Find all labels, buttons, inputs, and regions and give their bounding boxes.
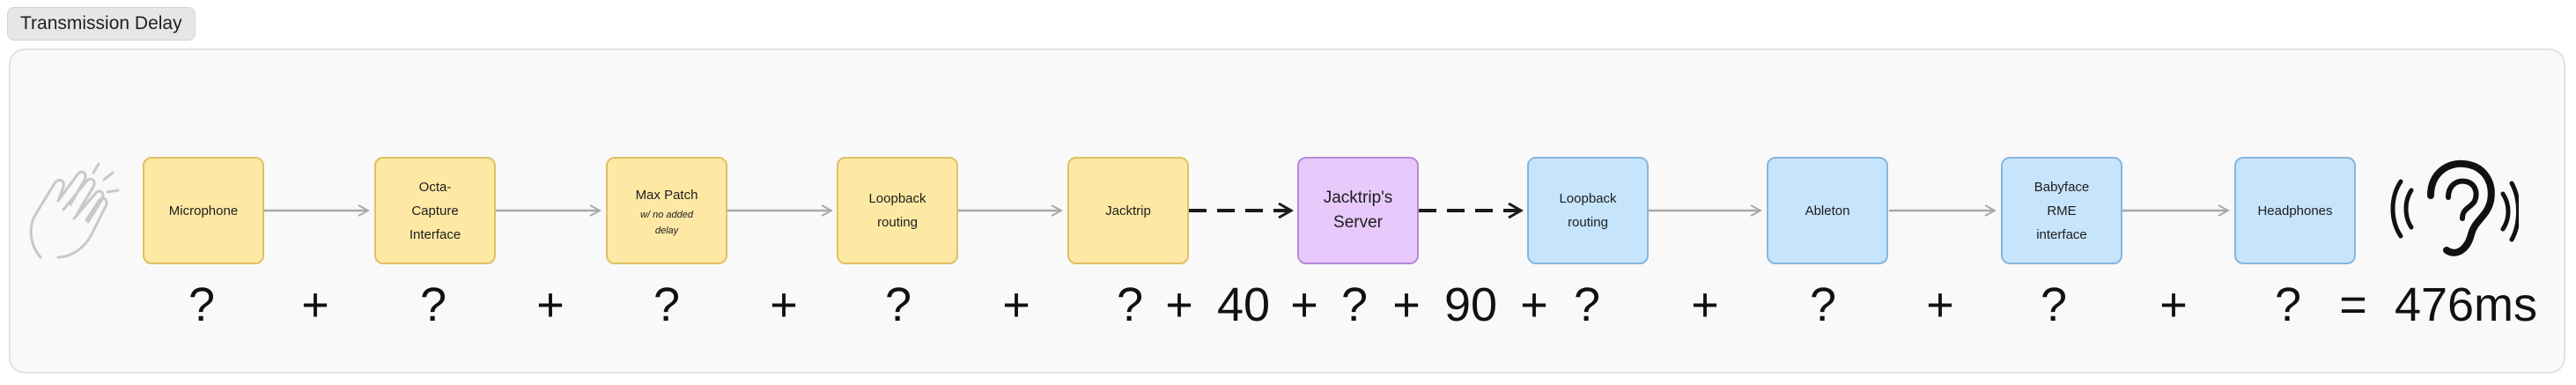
node-ableton: Ableton <box>1767 157 1888 264</box>
node-label: Loopback routing <box>1559 191 1617 230</box>
node-babyface-rme-interface: Babyface RME interface <box>2001 157 2122 264</box>
clapping-hands-icon <box>29 162 120 259</box>
node-label: Ableton <box>1805 203 1850 218</box>
plus-sign: + <box>1520 278 1548 331</box>
delay-term-network-down: 90 <box>1443 278 1498 331</box>
delay-term-network-up: 40 <box>1216 278 1271 331</box>
plus-sign: + <box>1002 278 1030 331</box>
node-sublabel: w/ no added delay <box>640 209 693 236</box>
node-label: Microphone <box>168 203 239 218</box>
node-max-patch: Max Patch w/ no added delay <box>606 157 727 264</box>
node-label: Max Patch <box>635 187 698 203</box>
delay-term-octa-capture: ? <box>419 278 447 331</box>
delay-term-max-patch: ? <box>653 278 681 331</box>
node-jacktrip-server: Jacktrip's Server <box>1297 157 1419 264</box>
node-label: Headphones <box>2257 203 2333 218</box>
node-octa-capture-interface: Octa- Capture Interface <box>374 157 496 264</box>
equals-sign: = <box>2339 278 2367 331</box>
delay-term-microphone: ? <box>188 278 216 331</box>
delay-term-loopback-receive: ? <box>1573 278 1601 331</box>
diagram-title: Transmission Delay <box>7 7 196 41</box>
total-delay: 476ms <box>2394 278 2538 331</box>
delay-term-headphones: ? <box>2274 278 2302 331</box>
delay-term-babyface: ? <box>2040 278 2068 331</box>
node-loopback-routing-send: Loopback routing <box>837 157 958 264</box>
plus-sign: + <box>770 278 798 331</box>
node-loopback-routing-receive: Loopback routing <box>1527 157 1649 264</box>
delay-term-jacktrip: ? <box>1116 278 1144 331</box>
delay-term-loopback: ? <box>884 278 912 331</box>
delay-term-server: ? <box>1340 278 1369 331</box>
node-headphones: Headphones <box>2234 157 2356 264</box>
node-label: Babyface RME interface <box>2033 179 2090 242</box>
node-microphone: Microphone <box>143 157 264 264</box>
delay-term-ableton: ? <box>1809 278 1837 331</box>
plus-sign: + <box>1691 278 1719 331</box>
node-label: Loopback routing <box>868 191 926 230</box>
listening-ear-icon <box>2390 159 2519 256</box>
plus-sign: + <box>1165 278 1193 331</box>
node-label: Jacktrip <box>1105 203 1151 218</box>
plus-sign: + <box>1290 278 1318 331</box>
node-jacktrip: Jacktrip <box>1067 157 1189 264</box>
node-label: Octa- Capture Interface <box>409 179 461 242</box>
plus-sign: + <box>1926 278 1954 331</box>
plus-sign: + <box>1392 278 1421 331</box>
plus-sign: + <box>536 278 565 331</box>
plus-sign: + <box>2159 278 2188 331</box>
node-label: Jacktrip's Server <box>1323 189 1393 232</box>
plus-sign: + <box>301 278 329 331</box>
